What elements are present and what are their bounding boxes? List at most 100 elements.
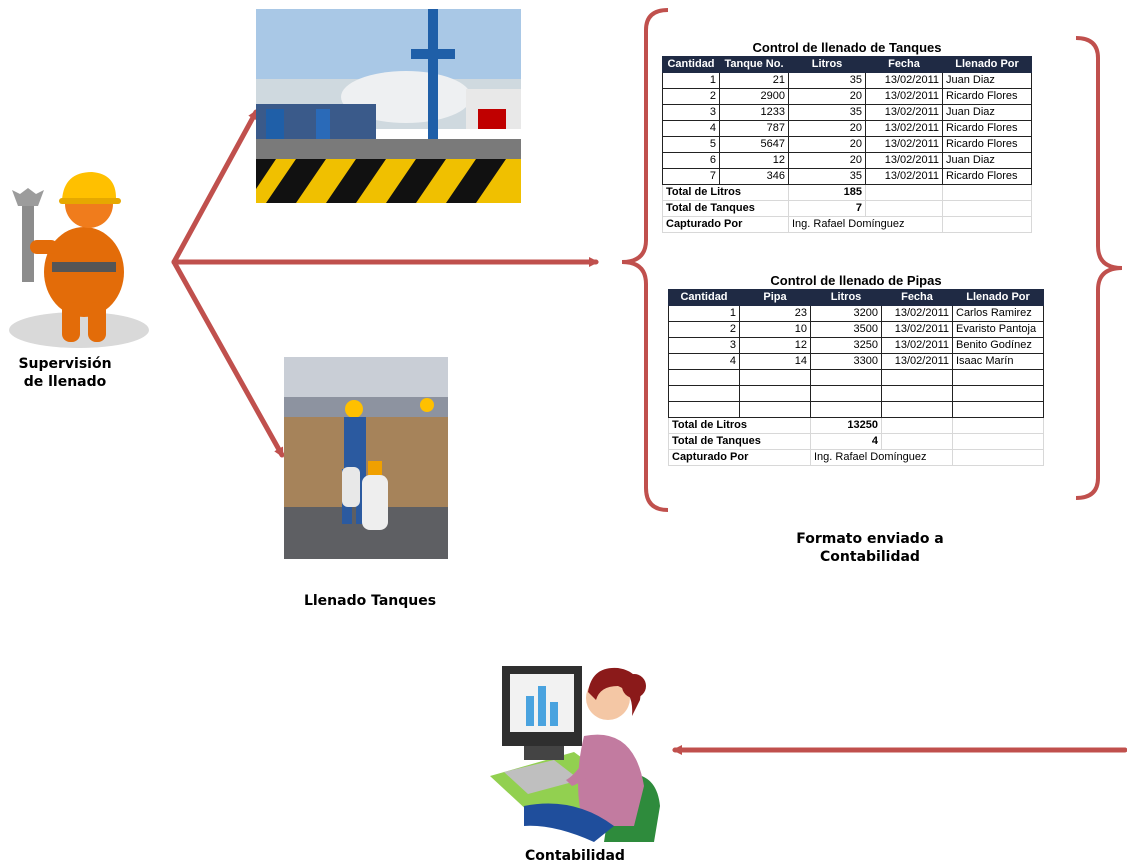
tanques-header-fecha: Fecha — [865, 56, 943, 73]
cell: Carlos Ramirez — [952, 305, 1044, 322]
tanques-capturado-label: Capturado Por — [662, 216, 789, 233]
tanques-total-litros: 185 — [788, 184, 866, 201]
table-row: 4 787 20 13/02/2011 Ricardo Flores — [662, 120, 1032, 137]
cell: 13/02/2011 — [865, 88, 943, 105]
cell — [739, 369, 811, 386]
pipas-total-tanques-label: Total de Tanques — [668, 433, 811, 450]
cell: 787 — [719, 120, 789, 137]
cell: 3500 — [810, 321, 882, 338]
table-row: 4 14 3300 13/02/2011 Isaac Marín — [668, 353, 1044, 370]
cell: 2 — [668, 321, 740, 338]
cell: 20 — [788, 152, 866, 169]
tanques-sheet: Control de llenado de Tanques Cantidad T… — [662, 38, 1032, 233]
cell: 13/02/2011 — [865, 72, 943, 89]
supervisor-label-line1: Supervisión — [18, 356, 112, 372]
cell: 12 — [739, 337, 811, 354]
cell — [881, 401, 953, 418]
cell: 35 — [788, 168, 866, 185]
left-bracket — [621, 8, 669, 512]
table-row: 5 5647 20 13/02/2011 Ricardo Flores — [662, 136, 1032, 153]
arrow-to-tank-filling — [171, 259, 285, 458]
pipas-total-litros: 13250 — [810, 417, 882, 434]
cell: 14 — [739, 353, 811, 370]
pipas-capturado-label: Capturado Por — [668, 449, 811, 466]
tanques-header-tanque: Tanque No. — [719, 56, 789, 73]
gas-station-photo — [256, 9, 521, 203]
table-row: 3 1233 35 13/02/2011 Juan Diaz — [662, 104, 1032, 121]
cell: 13/02/2011 — [881, 353, 953, 370]
tank-filling-caption: Llenado Tanques — [303, 593, 437, 609]
pipas-header-pipa: Pipa — [739, 289, 811, 306]
cell: 2900 — [719, 88, 789, 105]
cell: 3 — [668, 337, 740, 354]
cell — [952, 369, 1044, 386]
cell: Isaac Marín — [952, 353, 1044, 370]
cell: 1 — [662, 72, 720, 89]
cell: 5 — [662, 136, 720, 153]
output-label-line2: Contabilidad — [820, 549, 920, 565]
tanques-header-llenado: Llenado Por — [942, 56, 1032, 73]
cell — [739, 401, 811, 418]
cell: 7 — [662, 168, 720, 185]
cell: 6 — [662, 152, 720, 169]
cell — [668, 385, 740, 402]
cell: 346 — [719, 168, 789, 185]
tanques-capturado: Ing. Rafael Domínguez — [788, 216, 943, 233]
supervisor-label-line2: de llenado — [23, 374, 107, 390]
cell: Benito Godínez — [952, 337, 1044, 354]
pipas-table: Control de llenado de Pipas Cantidad Pip… — [668, 271, 1044, 466]
cell: 3300 — [810, 353, 882, 370]
cell — [810, 369, 882, 386]
table-row — [668, 401, 1044, 418]
pipas-title: Control de llenado de Pipas — [770, 272, 942, 288]
cell: 13/02/2011 — [865, 104, 943, 121]
cell: Juan Diaz — [942, 72, 1032, 89]
table-row: 3 12 3250 13/02/2011 Benito Godínez — [668, 337, 1044, 354]
cell — [881, 385, 953, 402]
cell: 23 — [739, 305, 811, 322]
table-row: 2 2900 20 13/02/2011 Ricardo Flores — [662, 88, 1032, 105]
pipas-sheet: Control de llenado de Pipas Cantidad Pip… — [668, 271, 1044, 466]
pipas-total-litros-label: Total de Litros — [668, 417, 811, 434]
cell: Evaristo Pantoja — [952, 321, 1044, 338]
cell — [668, 369, 740, 386]
tanques-total-tanques-label: Total de Tanques — [662, 200, 789, 217]
tanques-total-litros-label: Total de Litros — [662, 184, 789, 201]
cell: 35 — [788, 104, 866, 121]
table-row: 7 346 35 13/02/2011 Ricardo Flores — [662, 168, 1032, 185]
cell: 1 — [668, 305, 740, 322]
cell: 3200 — [810, 305, 882, 322]
cell: 1233 — [719, 104, 789, 121]
cell: 13/02/2011 — [865, 136, 943, 153]
right-bracket — [1075, 36, 1123, 500]
tanques-total-tanques: 7 — [788, 200, 866, 217]
cell: 13/02/2011 — [865, 152, 943, 169]
accounting-label: Contabilidad — [525, 848, 625, 864]
table-row — [668, 369, 1044, 386]
pipas-header-litros: Litros — [810, 289, 882, 306]
worker-with-wrench-icon — [4, 162, 154, 352]
supervisor-label: Supervisión de llenado — [0, 355, 130, 391]
pipas-header-fecha: Fecha — [881, 289, 953, 306]
cell: Ricardo Flores — [942, 120, 1032, 137]
cell: 13/02/2011 — [881, 337, 953, 354]
tanques-title: Control de llenado de Tanques — [752, 39, 942, 55]
tanques-table: Control de llenado de Tanques Cantidad T… — [662, 38, 1032, 233]
cell: 4 — [668, 353, 740, 370]
table-row: 1 21 35 13/02/2011 Juan Diaz — [662, 72, 1032, 89]
cell — [668, 401, 740, 418]
cell: Ricardo Flores — [942, 168, 1032, 185]
cell — [952, 385, 1044, 402]
cell — [881, 369, 953, 386]
cell: 13/02/2011 — [865, 120, 943, 137]
cell: Juan Diaz — [942, 104, 1032, 121]
cell: 20 — [788, 136, 866, 153]
cell: Ricardo Flores — [942, 88, 1032, 105]
cell — [739, 385, 811, 402]
cell: 13/02/2011 — [881, 321, 953, 338]
output-label: Formato enviado a Contabilidad — [770, 530, 970, 566]
cell: 3 — [662, 104, 720, 121]
cell: 13/02/2011 — [881, 305, 953, 322]
woman-at-computer-icon — [484, 656, 674, 846]
